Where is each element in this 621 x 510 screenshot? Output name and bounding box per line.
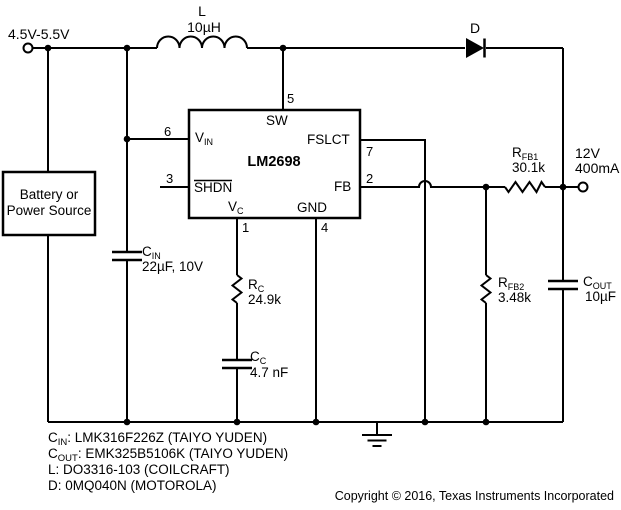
cin-ref-label: CIN — [142, 244, 161, 261]
junction-dot — [421, 418, 429, 426]
junction-dot — [482, 418, 490, 426]
cap-cout: COUT 10µF — [548, 274, 616, 304]
ic-pin-fb-number: 2 — [366, 171, 373, 186]
ground-symbol — [362, 422, 392, 447]
diode: D — [466, 20, 486, 58]
res-rfb2: RFB2 3.48k — [479, 274, 531, 305]
diode-triangle — [466, 38, 484, 58]
inductor-coil — [156, 35, 248, 49]
junction-dot — [482, 183, 490, 191]
wires — [33, 47, 578, 423]
rfb1-value-label: 30.1k — [512, 160, 545, 175]
output-voltage-label: 12V — [575, 145, 601, 161]
ic-name-label: LM2698 — [247, 154, 300, 170]
junction-dots — [44, 44, 567, 426]
junction-dot — [123, 418, 131, 426]
note-cin: CIN: LMK316F226Z (TAIYO YUDEN) — [48, 430, 267, 448]
res-rc: RC 24.9k — [230, 274, 281, 307]
inductor-ref-label: L — [198, 3, 206, 19]
rc-ref-label: RC — [248, 277, 265, 294]
junction-dot — [312, 418, 320, 426]
res-rfb1: RFB1 30.1k — [504, 145, 546, 194]
cout-value-label: 10µF — [585, 289, 616, 304]
junction-dot — [279, 44, 287, 52]
cin-value-label: 22µF, 10V — [142, 259, 203, 274]
copyright-notice: Copyright © 2016, Texas Instruments Inco… — [335, 489, 614, 503]
ic-pin-sw-number: 5 — [287, 91, 294, 106]
cap-cc: CC 4.7 nF — [222, 349, 288, 380]
notes: CIN: LMK316F226Z (TAIYO YUDEN) COUT: EMK… — [48, 430, 288, 493]
rfb2-zigzag — [479, 274, 493, 304]
rfb2-ref-label: RFB2 — [498, 275, 524, 292]
ic-pin-fslct-number: 7 — [366, 144, 373, 159]
output-terminal: 12V 400mA — [575, 145, 620, 193]
battery-label-line1: Battery or — [20, 187, 79, 202]
battery-box-outline — [1, 170, 97, 237]
inductor-value-label: 10µH — [187, 19, 221, 35]
ic-pin-fslct-label: FSLCT — [307, 132, 350, 147]
rc-value-label: 24.9k — [248, 292, 281, 307]
note-cout: COUT: EMK325B5106K (TAIYO YUDEN) — [48, 446, 288, 464]
ic-pin-vc-number: 1 — [242, 220, 249, 235]
junction-dot — [123, 44, 131, 52]
cap-cin: CIN 22µF, 10V — [112, 244, 203, 274]
input-terminal-circle — [22, 42, 34, 54]
rfb1-ref-label: RFB1 — [512, 145, 538, 162]
ic-pin-vc-label: VC — [228, 199, 244, 216]
junction-dot — [123, 135, 131, 143]
cout-ref-label: COUT — [583, 274, 612, 291]
ic-lm2698: LM2698 SW 5 VIN 6 SHDN 3 VC 1 GND 4 FSLC… — [164, 91, 373, 235]
ic-pin-vin-number: 6 — [164, 124, 171, 139]
note-diode: D: 0MQ040N (MOTOROLA) — [48, 478, 217, 493]
rfb2-value-label: 3.48k — [498, 290, 531, 305]
output-current-label: 400mA — [575, 160, 620, 176]
ic-pin-sw-label: SW — [266, 113, 288, 128]
diode-ref-label: D — [470, 20, 480, 36]
wire-fb-with-hop — [360, 180, 505, 188]
battery-label-line2: Power Source — [7, 203, 92, 218]
ic-pin-fb-label: FB — [334, 179, 351, 194]
output-terminal-circle — [577, 181, 589, 193]
ic-pin-shdn-number: 3 — [166, 171, 173, 186]
junction-dot — [233, 418, 241, 426]
input-voltage-label: 4.5V-5.5V — [8, 26, 70, 42]
wire-fslct-to-ground — [360, 139, 426, 422]
rfb1-zigzag — [504, 180, 546, 194]
junction-dot — [44, 44, 52, 52]
ic-pin-gnd-number: 4 — [321, 220, 328, 235]
note-inductor: L: DO3316-103 (COILCRAFT) — [48, 462, 230, 477]
ic-outline — [187, 108, 362, 220]
cc-ref-label: CC — [250, 349, 267, 366]
input-terminal: 4.5V-5.5V — [8, 26, 70, 54]
rc-zigzag — [230, 274, 244, 304]
junction-dot — [559, 183, 567, 191]
ic-pin-gnd-label: GND — [297, 200, 327, 215]
ic-pin-vin-label: VIN — [195, 130, 213, 147]
inductor: L 10µH — [156, 3, 248, 49]
battery-box: Battery or Power Source — [1, 170, 97, 237]
cc-value-label: 4.7 nF — [250, 365, 288, 380]
ic-pin-shdn-label: SHDN — [194, 180, 232, 195]
